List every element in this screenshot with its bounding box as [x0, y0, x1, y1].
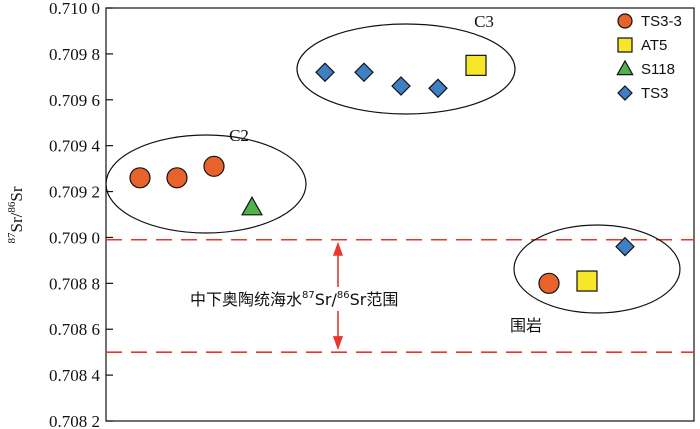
point-ts3-3	[428, 78, 448, 99]
point-ts3-1	[354, 62, 374, 83]
legend-label-s118: S118	[641, 61, 675, 78]
y-tick-label: 0.709 6	[49, 91, 100, 110]
band-label-label_prefix: 中下奥陶统海水	[190, 290, 302, 309]
y-tick-label: 0.709 4	[49, 137, 101, 156]
legend-label-ts3-3: TS3-3	[641, 13, 682, 30]
band-label: 中下奥陶统海水87Sr/86Sr范围	[190, 290, 398, 309]
legend-marker-ts3-3	[617, 13, 633, 29]
point-ts3-3-3	[538, 272, 560, 294]
band-label-sup2: 86	[337, 290, 350, 301]
group-label-2: 围岩	[510, 316, 542, 335]
plot-frame	[105, 7, 695, 422]
group-label-1: C2	[229, 126, 249, 145]
y-tick-label: 0.709 2	[49, 183, 100, 202]
point-ts3-3-2	[203, 155, 225, 177]
band-label-sup1: 87	[302, 290, 315, 301]
group-ellipse-2	[513, 224, 681, 314]
point-ts3-4	[615, 236, 635, 257]
seawater-band: 中下奥陶统海水87Sr/86Sr范围	[106, 238, 694, 353]
y-tick-label: 0.710 0	[49, 0, 100, 18]
y-axis-label-sup2: 86	[6, 201, 18, 213]
group-label-0: C3	[474, 12, 494, 31]
legend-label-ts3: TS3	[641, 85, 669, 102]
y-axis-label: 87Sr/86Sr	[6, 186, 26, 243]
y-tick-label: 0.708 8	[49, 274, 100, 293]
y-tick-label: 0.708 6	[49, 320, 100, 339]
data-points	[129, 54, 635, 294]
band-label-mid: Sr/	[315, 290, 338, 309]
y-tick-label: 0.709 8	[49, 45, 100, 64]
band-label-label_suffix: Sr范围	[350, 290, 399, 309]
y-tick-label: 0.709 0	[49, 228, 100, 247]
band-arrow-down-head	[333, 336, 343, 351]
point-at5-0	[465, 54, 487, 76]
y-axis-label-tail: Sr	[7, 186, 26, 201]
legend-marker-at5	[617, 37, 633, 53]
y-axis-ticks: 0.708 2 0.708 4 0.708 6 0.708 8 0.709 0 0.709…	[49, 0, 113, 429]
point-ts3-3-1	[166, 167, 188, 189]
point-ts3-2	[391, 76, 411, 96]
point-s118-0	[241, 196, 263, 216]
point-ts3-0	[315, 62, 335, 83]
point-at5-1	[576, 270, 598, 292]
y-axis-label-sup1: 87	[6, 232, 18, 244]
point-ts3-3-0	[129, 167, 151, 189]
group-ellipse-1	[105, 134, 307, 234]
legend-marker-s118	[616, 59, 634, 76]
group-ellipse-0	[296, 23, 516, 115]
band-arrow-up-head	[333, 241, 343, 256]
legend-label-at5: AT5	[641, 37, 667, 54]
legend-marker-ts3	[617, 85, 633, 101]
y-tick-label: 0.708 4	[49, 366, 101, 385]
y-axis-label-base: Sr/	[7, 212, 26, 232]
y-tick-label: 0.708 2	[49, 412, 100, 429]
